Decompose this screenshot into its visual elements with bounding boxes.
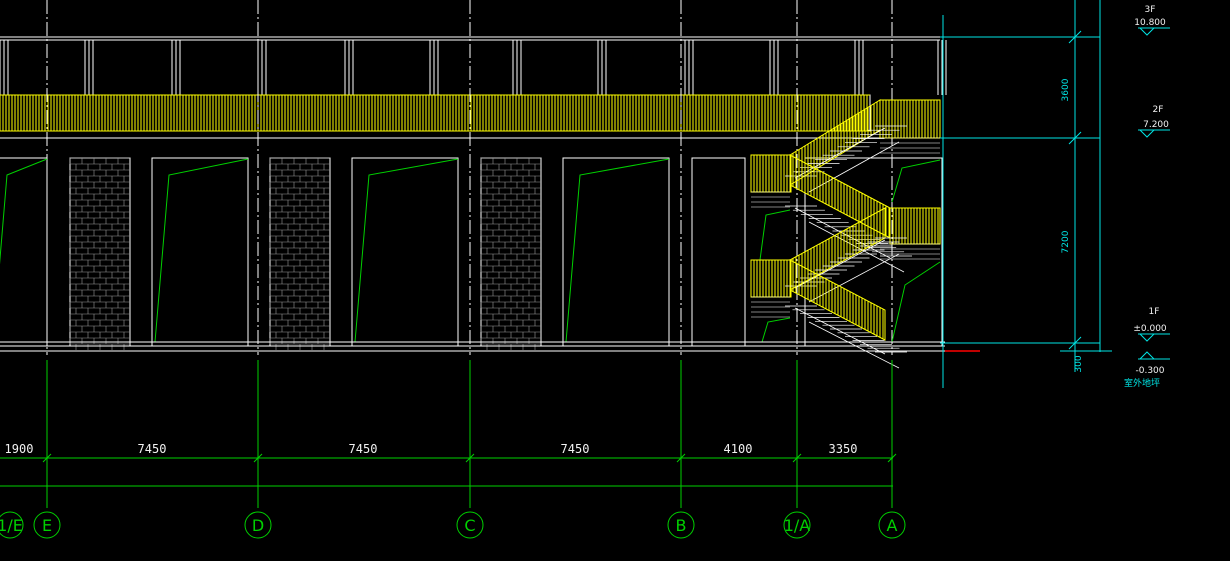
axis-lines [42,360,897,508]
svg-text:1/E: 1/E [0,516,23,535]
dimension-7200: 7200 [1061,230,1071,253]
axis-bubble-1-a: 1/A [783,511,811,539]
dimension-label: 1900 [5,442,34,456]
dimension-label: 7450 [138,442,167,456]
svg-text:B: B [676,516,687,535]
window-glass-line [154,158,249,343]
level-marker-2f: 2F 7.200 [1138,105,1170,138]
axis-bubble-d: D [244,511,272,539]
level-marker-1f: 1F ±0.000 -0.300 [1133,307,1170,376]
brick-panel [269,157,331,350]
window-glass-line [0,158,48,265]
window-opening [151,157,249,347]
svg-text:E: E [42,516,52,535]
level-elevation: ±0.000 [1133,324,1167,334]
level-name: 2F [1153,105,1164,115]
svg-text:A: A [887,516,898,535]
horizontal-dimension-labels: 1900 7450 7450 7450 4100 3350 [5,442,858,456]
right-elevation-frame [940,0,1112,388]
axis-bubble-1-e: 1/E [0,511,24,539]
svg-text:D: D [252,516,264,535]
vertical-dimensions: 3600 7200 300 [1061,78,1084,372]
level-name: 1F [1149,307,1160,317]
window-opening [0,157,48,347]
axis-bubble-e: E [33,511,61,539]
brick-panel [480,157,542,350]
svg-text:1/A: 1/A [784,516,811,535]
dimension-300: 300 [1074,355,1084,372]
outdoor-level-value: -0.300 [1135,366,1164,376]
roof-posts [0,40,947,95]
ground-line [0,341,945,352]
window-opening [691,157,746,347]
axis-bubbles: 1/E E D C B 1/A A [0,511,906,539]
dimension-label: 7450 [349,442,378,456]
axis-bubble-c: C [456,511,484,539]
dimension-lines [0,457,893,487]
level-elevation: 10.800 [1134,18,1166,28]
level-elevation: 7.200 [1143,120,1169,130]
level-marker-3f: 3F 10.800 [1134,5,1170,36]
axis-bubble-b: B [667,511,695,539]
svg-text:C: C [464,516,475,535]
brick-panel [69,157,131,350]
window-glass-line [565,158,670,343]
window-glass-line [354,158,459,343]
dimension-label: 4100 [724,442,753,456]
level-name: 3F [1145,5,1156,15]
dimension-label: 3350 [829,442,858,456]
axis-bubble-a: A [878,511,906,539]
dimension-3600: 3600 [1061,78,1071,101]
outdoor-ground-label: 室外地坪 [1124,377,1160,389]
dimension-label: 7450 [561,442,590,456]
exterior-staircase [750,99,941,369]
